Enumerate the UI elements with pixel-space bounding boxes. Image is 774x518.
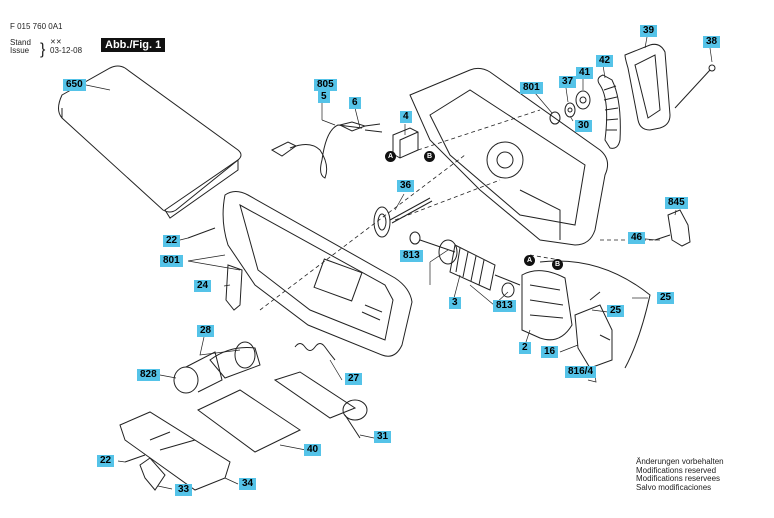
label-31: 31 <box>374 431 392 443</box>
assembly-lines <box>259 109 660 311</box>
part-39-side-cover <box>624 43 671 131</box>
label-41: 41 <box>576 67 594 79</box>
part-16-brush-holder <box>574 304 613 369</box>
label-805: 805 <box>314 79 337 91</box>
part-42-belt <box>597 74 621 149</box>
label-816-4: 816/4 <box>565 366 597 378</box>
note-de: Änderungen vorbehalten <box>636 457 724 466</box>
label-22-top: 22 <box>163 235 181 247</box>
part-801-lower-housing <box>222 191 413 357</box>
connector-b-right: B <box>552 259 563 270</box>
label-3: 3 <box>449 297 461 309</box>
part-31-platen <box>273 371 368 439</box>
part-34-dust-box <box>119 411 231 491</box>
note-en: Modifications reserved <box>636 465 717 475</box>
label-39: 39 <box>640 25 658 37</box>
label-34: 34 <box>239 478 257 490</box>
part-pulley <box>549 90 591 125</box>
label-813-a: 813 <box>400 250 423 262</box>
part-27-spring <box>294 343 336 361</box>
label-6: 6 <box>349 97 361 109</box>
label-27: 27 <box>345 373 363 385</box>
part-33-clip <box>124 454 166 491</box>
figure-title: Abb./Fig. 1 <box>101 38 166 52</box>
label-40: 40 <box>304 444 322 456</box>
label-650: 650 <box>63 79 86 91</box>
part-6-cable <box>270 121 383 179</box>
stand-label: Stand <box>10 38 31 47</box>
label-42: 42 <box>596 55 614 67</box>
note-fr: Modifications reservees <box>636 474 721 483</box>
part-38-screw <box>674 64 716 109</box>
label-25-right: 25 <box>657 292 675 304</box>
label-37: 37 <box>559 76 577 88</box>
label-38: 38 <box>703 36 721 48</box>
label-36: 36 <box>397 180 415 192</box>
bracket-glyph: } <box>40 41 46 58</box>
part-24-clip <box>225 264 243 311</box>
modification-notes: Änderungen vorbehalten Modifications res… <box>636 457 724 492</box>
label-24: 24 <box>194 280 212 292</box>
part-40-sheet <box>197 389 302 453</box>
label-16: 16 <box>541 346 559 358</box>
issue-date: 03-12-08 <box>50 46 83 55</box>
label-22-bottom: 22 <box>97 455 115 467</box>
part-801-upper-housing <box>409 67 609 246</box>
part-4-switch <box>392 127 419 159</box>
label-5: 5 <box>318 91 330 103</box>
note-es: Salvo modificaciones <box>636 482 712 492</box>
part-22-screw-top <box>187 227 216 239</box>
label-33: 33 <box>175 484 193 496</box>
label-25-left: 25 <box>607 305 625 317</box>
label-813-b: 813 <box>493 300 516 312</box>
issue-label: Issue <box>10 46 30 55</box>
part-3-armature <box>409 231 521 298</box>
label-30: 30 <box>575 120 593 132</box>
label-845: 845 <box>665 197 688 209</box>
part-2-field <box>521 270 573 341</box>
part-650-cover <box>58 65 242 219</box>
label-4: 4 <box>400 111 412 123</box>
part-28-gear <box>173 341 261 394</box>
label-801-top: 801 <box>520 82 543 94</box>
part-25-wire <box>539 260 651 369</box>
part-845-bracket <box>654 209 691 247</box>
connector-a-right: A <box>524 255 535 266</box>
stamp-icon: ✕✕ <box>50 39 62 46</box>
label-801-left: 801 <box>160 255 183 267</box>
connector-b-top: B <box>424 151 435 162</box>
part-36-shaft <box>373 197 433 238</box>
label-2: 2 <box>519 342 531 354</box>
doc-code: F 015 760 0A1 <box>10 22 63 31</box>
label-46: 46 <box>628 232 646 244</box>
connector-a-top: A <box>385 151 396 162</box>
label-28: 28 <box>197 325 215 337</box>
label-828: 828 <box>137 369 160 381</box>
